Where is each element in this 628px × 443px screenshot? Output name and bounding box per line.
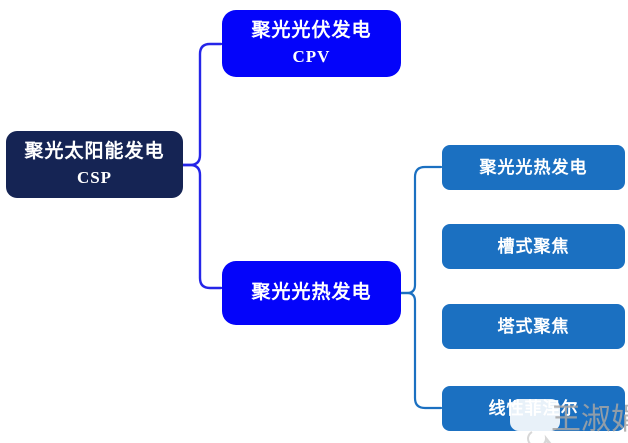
child-node-solar-thermal: 聚光光热发电 xyxy=(442,145,625,190)
watermark-text: 王淑娟 xyxy=(551,403,628,436)
branch-node-subtitle: CPV xyxy=(292,47,331,67)
child-node-label: 塔式聚焦 xyxy=(497,316,570,336)
branch-node-title: 聚光光伏发电 xyxy=(251,20,372,42)
root-node-subtitle: CSP xyxy=(76,168,113,188)
branch-node-cst: 聚光光热发电 xyxy=(222,261,401,325)
branch-node-cpv: 聚光光伏发电 CPV xyxy=(222,10,401,77)
root-node-title: 聚光太阳能发电 xyxy=(24,141,165,163)
child-node-tower: 塔式聚焦 xyxy=(442,304,625,349)
branch-node-title: 聚光光热发电 xyxy=(251,282,372,304)
child-node-trough: 槽式聚焦 xyxy=(442,224,625,269)
connector-root-branches xyxy=(181,42,223,290)
child-node-label: 槽式聚焦 xyxy=(497,236,570,256)
root-node-csp: 聚光太阳能发电 CSP xyxy=(6,131,183,198)
connector-branch-children xyxy=(399,165,443,410)
child-node-label: 聚光光热发电 xyxy=(479,157,588,177)
